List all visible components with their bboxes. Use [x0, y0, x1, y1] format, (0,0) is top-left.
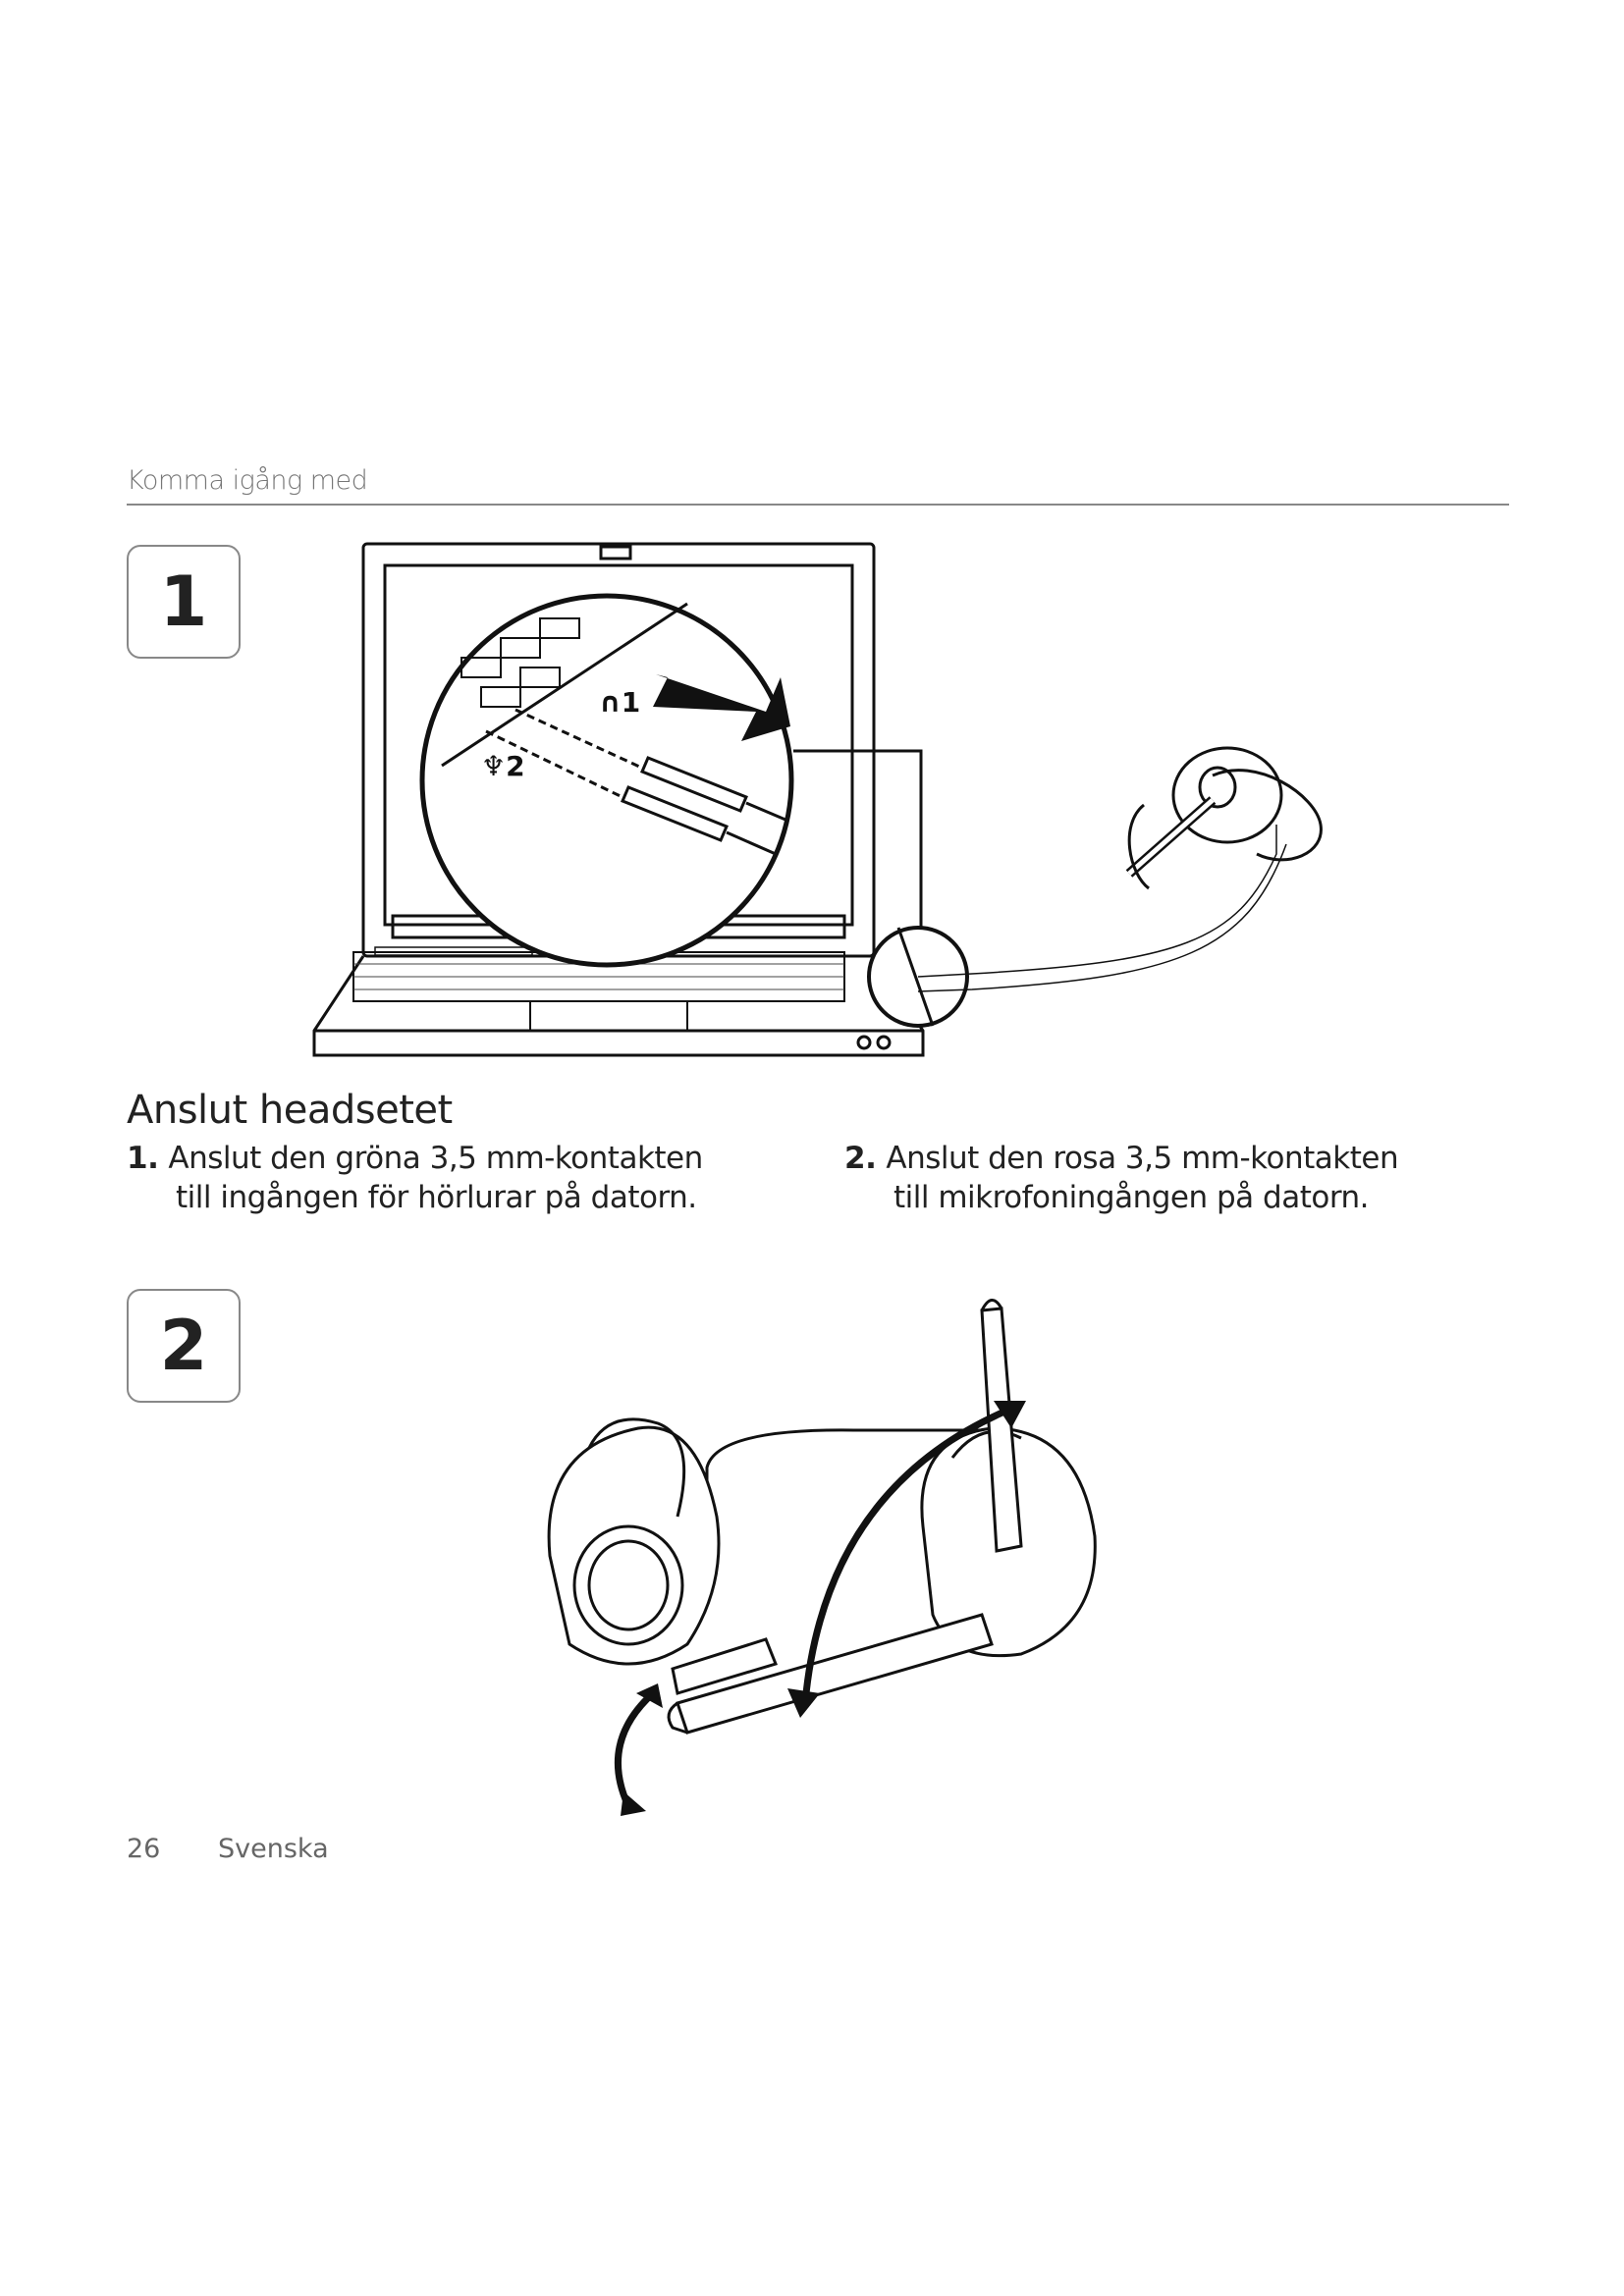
footer-language: Svenska [218, 1834, 329, 1864]
step-text-line2: till ingången för hörlurar på datorn. [176, 1180, 697, 1215]
step-number-box-2: 2 [127, 1289, 241, 1403]
section-title: Anslut headsetet [127, 1088, 453, 1133]
laptop-connection-illustration: ∩1 ♆2 [312, 542, 1323, 1057]
headset-mic-adjust-illustration [547, 1299, 1097, 1816]
step-number: 2. [844, 1141, 877, 1176]
instruction-step-1: 1. Anslut den gröna 3,5 mm-kontakten till… [127, 1139, 703, 1217]
headphone-port-label: ∩1 [599, 686, 640, 719]
microphone-port-label: ♆2 [481, 750, 525, 782]
page-number: 26 [127, 1834, 161, 1864]
header-divider [127, 504, 1509, 506]
instruction-step-2: 2. Anslut den rosa 3,5 mm-kontakten till … [844, 1139, 1399, 1217]
step-number: 1. [127, 1141, 159, 1176]
step-text-line2: till mikrofoningången på datorn. [893, 1180, 1370, 1215]
section-header: Komma igång med [127, 465, 368, 496]
step-number-box-1: 1 [127, 545, 241, 659]
step-text-line1: Anslut den rosa 3,5 mm-kontakten [886, 1141, 1399, 1176]
step-text-line1: Anslut den gröna 3,5 mm-kontakten [168, 1141, 703, 1176]
